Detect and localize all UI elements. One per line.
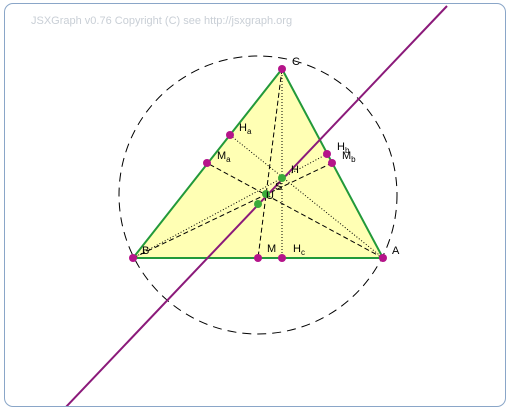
label-mc: M [267,243,276,255]
label-s: S [275,181,282,193]
label-h: H [291,164,299,176]
label-a: A [392,245,400,257]
point-hb[interactable] [323,150,331,158]
point-h[interactable] [278,174,286,182]
median-a [206,162,384,259]
point-a[interactable] [379,254,387,262]
label-mb: Mb [342,150,356,164]
point-b[interactable] [129,254,137,262]
copyright-text: JSXGraph v0.76 Copyright (C) see http://… [31,15,293,27]
jsxgraph-board[interactable]: JSXGraph v0.76 Copyright (C) see http://… [4,3,506,407]
point-mc[interactable] [254,254,262,262]
point-hc[interactable] [278,254,286,262]
circumcircle [118,55,398,335]
label-hc: Hc [293,243,305,257]
point-mb[interactable] [328,159,336,167]
label-c: C [292,56,300,68]
label-b: B [142,245,149,257]
label-u: U [266,190,274,202]
point-s[interactable] [262,190,270,198]
point-u[interactable] [254,200,262,208]
point-c[interactable] [278,65,286,73]
triangle-abc [130,67,385,259]
point-ma[interactable] [203,159,211,167]
label-ma: Ma [217,150,231,164]
label-ha: Ha [239,122,252,136]
label-hb: Hb [337,141,350,155]
geometry-canvas: A B C Ha Hb Hc Ma Mb M H S U [65,5,448,406]
point-ha[interactable] [226,131,234,139]
altitude-b [132,153,328,259]
median-b [132,162,333,259]
points [129,65,387,262]
